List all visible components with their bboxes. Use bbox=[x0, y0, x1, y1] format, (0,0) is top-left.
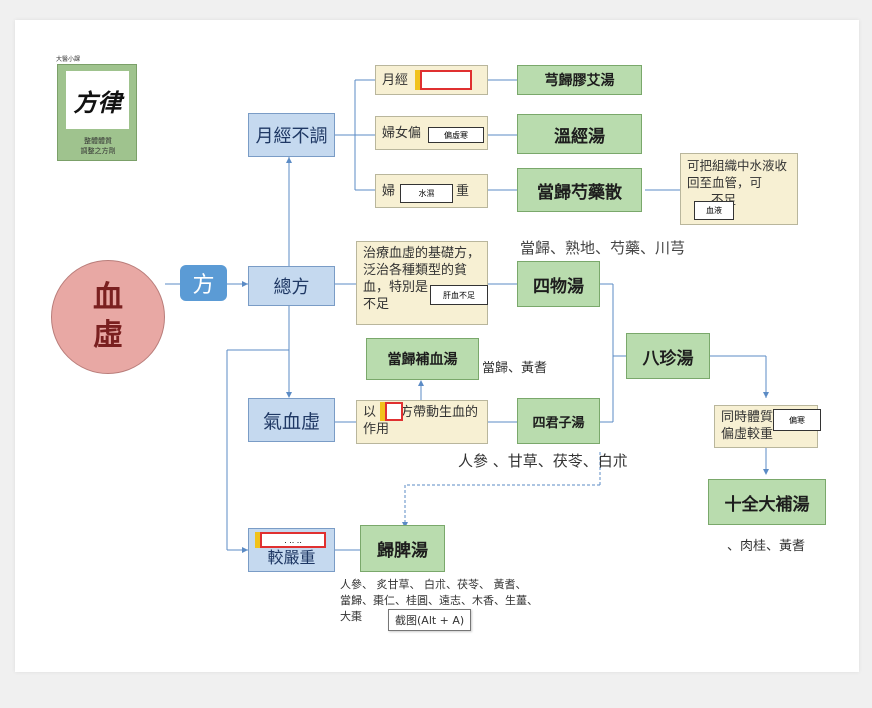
sijunzi-ingredients: 人參 、甘草、茯苓、白朮 bbox=[458, 452, 628, 470]
formula-danggui-buxue: 當歸補血湯 bbox=[366, 338, 479, 380]
severe-mask: . .. .. bbox=[260, 532, 326, 548]
formula-guipi: 歸脾湯 bbox=[360, 525, 445, 572]
qixue-note: 以方帶動生血的作用 bbox=[356, 400, 488, 444]
general-note-text: 治療血虛的基礎方，泛治各種類型的貧血，特別是 bbox=[363, 246, 481, 295]
formula-danggui-buxue-label: 當歸補血湯 bbox=[387, 352, 458, 368]
m3-prefix: 婦 bbox=[382, 183, 396, 199]
qixue-mask bbox=[385, 402, 403, 421]
logo-line2: 調整之方劑 bbox=[80, 147, 116, 155]
general-note: 治療血虛的基礎方，泛治各種類型的貧血，特別是不足 bbox=[356, 241, 488, 325]
siwu-ingredients: 當歸、熟地、芍藥、川芎 bbox=[520, 239, 686, 257]
menstrual-label: 月經不調 bbox=[255, 126, 328, 147]
root-label: 血 虛 bbox=[93, 280, 123, 353]
general-note-tail: 不足 bbox=[363, 297, 390, 312]
m2-mask: 偏虛寒 bbox=[428, 127, 484, 143]
formula-xiongui: 芎歸膠艾湯 bbox=[517, 65, 642, 95]
logo-line1: 整體體質 bbox=[84, 137, 112, 145]
qixue-prefix: 以 bbox=[363, 405, 377, 420]
formula-shiquan-label: 十全大補湯 bbox=[724, 494, 810, 515]
guipi-ingredients-1: 人參、 炙甘草、 白朮、茯苓、 黃耆、 bbox=[340, 578, 527, 591]
logo-top-text: 大醫小課 bbox=[56, 56, 81, 63]
danggui-mask: 血液 bbox=[694, 201, 734, 220]
qixue-suffix: 方帶動生血的作用 bbox=[363, 405, 479, 437]
formula-danggui-shaoyao-label: 當歸芍藥散 bbox=[537, 182, 622, 203]
m1-prefix: 月經 bbox=[382, 72, 409, 88]
guipi-ingredients-2: 當歸、棗仁、桂圓、遠志、木香、生薑、 bbox=[340, 594, 538, 607]
root-circle: 血 虛 bbox=[51, 260, 165, 374]
qixue-label: 氣血虛 bbox=[262, 410, 320, 433]
menstrual-node: 月經不調 bbox=[248, 113, 335, 157]
shiquan-ingredients: 、肉桂、黃耆 bbox=[727, 539, 806, 554]
general-mask: 肝血不足 bbox=[430, 285, 488, 305]
danggui-note: 可把組織中水液收回至血管，可不足 bbox=[680, 153, 798, 225]
guipi-ingredients-3: 大棗 bbox=[340, 610, 362, 623]
formula-shiquan: 十全大補湯 bbox=[708, 479, 826, 525]
formula-wenjing-label: 溫經湯 bbox=[554, 126, 605, 147]
formula-siwu: 四物湯 bbox=[517, 261, 600, 307]
logo: 方律 整體體質 調整之方劑 bbox=[57, 64, 137, 161]
buxue-ingredients: 當歸、黃耆 bbox=[482, 361, 548, 376]
fang-label: 方 bbox=[192, 273, 215, 298]
bazhen-note-tail: 偏虛較重 bbox=[721, 427, 774, 442]
formula-sijunzi: 四君子湯 bbox=[517, 398, 600, 444]
formula-xiongui-label: 芎歸膠艾湯 bbox=[544, 73, 615, 89]
fang-node: 方 bbox=[180, 265, 227, 301]
m3-suffix: 重 bbox=[455, 183, 469, 199]
m2-prefix: 婦女偏 bbox=[382, 125, 422, 141]
formula-bazhen-label: 八珍湯 bbox=[642, 348, 694, 369]
screenshot-tooltip: 截图(Alt + A) bbox=[388, 609, 472, 631]
connectors bbox=[165, 79, 769, 553]
m3-mask: 水濕 bbox=[400, 184, 453, 203]
general-label: 總方 bbox=[273, 277, 310, 298]
danggui-note-text: 可把組織中水液收回至血管，可 bbox=[687, 158, 788, 190]
general-node: 總方 bbox=[248, 266, 335, 306]
formula-wenjing: 溫經湯 bbox=[517, 114, 642, 154]
bazhen-note-text: 同時體質 bbox=[721, 410, 774, 425]
formula-sijunzi-label: 四君子湯 bbox=[532, 415, 585, 431]
logo-glyph-panel: 方律 bbox=[66, 71, 129, 129]
formula-danggui-shaoyao: 當歸芍藥散 bbox=[517, 168, 642, 212]
m1-mask bbox=[420, 70, 472, 90]
severe-label: 較嚴重 bbox=[267, 548, 316, 567]
slide: 大醫小課 方律 整體體質 調整之方劑 血 虛 方 月經不調 總方 氣血虛 較嚴重… bbox=[15, 20, 859, 672]
formula-guipi-label: 歸脾湯 bbox=[377, 541, 428, 561]
logo-glyph: 方律 bbox=[73, 87, 122, 117]
formula-bazhen: 八珍湯 bbox=[626, 333, 710, 379]
formula-siwu-label: 四物湯 bbox=[533, 276, 584, 297]
qixue-node: 氣血虛 bbox=[248, 398, 335, 442]
bazhen-mask: 偏寒 bbox=[773, 409, 821, 431]
